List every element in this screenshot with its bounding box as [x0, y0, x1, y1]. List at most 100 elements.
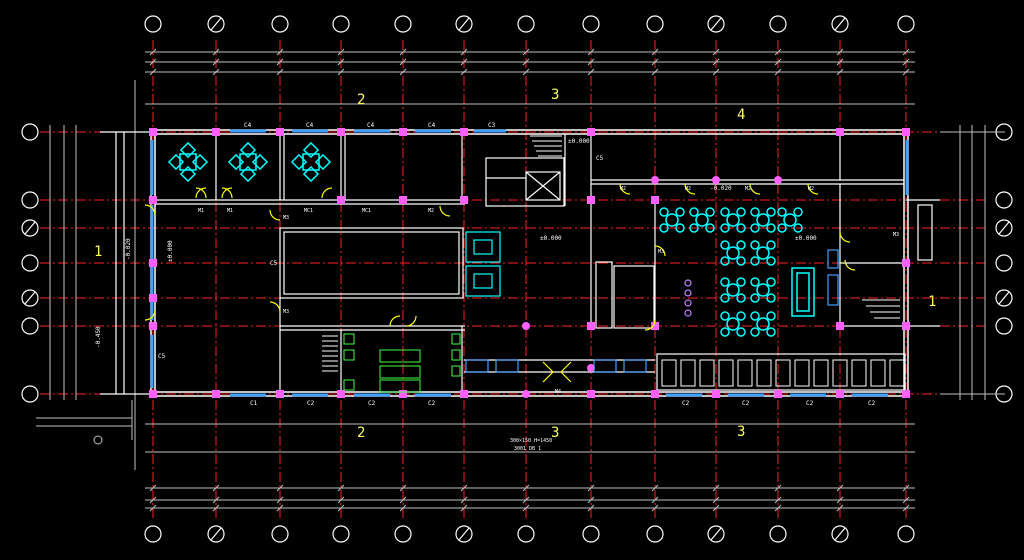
- dimension-tick: [774, 58, 782, 66]
- axis-bubble: [831, 15, 849, 33]
- round-column: [399, 196, 407, 204]
- side-fixtures: [465, 249, 839, 373]
- dimension-tick: [902, 484, 910, 492]
- axis-bubble: [21, 191, 39, 209]
- dimension-tick: [836, 58, 844, 66]
- column: [460, 390, 468, 398]
- dimension-tick: [460, 58, 468, 66]
- dimension-tick: [836, 496, 844, 504]
- chair: [766, 240, 776, 250]
- level-mark-left-2: ±0.000: [167, 240, 174, 262]
- window-tag: C2: [368, 400, 376, 407]
- chair: [720, 293, 730, 303]
- dimension-tick: [399, 48, 407, 56]
- axis-bubble: [271, 15, 289, 33]
- column: [836, 128, 844, 136]
- dimension-tick: [522, 68, 530, 76]
- axis-bubble-slash: [998, 291, 1010, 305]
- dimension-ticks: [149, 48, 910, 512]
- table-top: [665, 213, 679, 227]
- dimension-tick: [651, 496, 659, 504]
- round-dining-table: [777, 207, 803, 233]
- chair: [736, 293, 746, 303]
- dimension-tick: [337, 496, 345, 504]
- axis-bubble: [21, 317, 39, 335]
- chair: [766, 327, 776, 337]
- round-column: [522, 322, 530, 330]
- window-tag: C1: [250, 400, 258, 407]
- column: [337, 390, 345, 398]
- dimension-tick: [276, 496, 284, 504]
- chair: [720, 256, 730, 266]
- axis-bubble: [995, 254, 1013, 272]
- dimension-tick: [522, 504, 530, 512]
- dimension-tick: [712, 504, 720, 512]
- column: [651, 322, 659, 330]
- axis-bubble: [21, 219, 39, 237]
- axis-bubble: [21, 254, 39, 272]
- zone-label-right: 1: [928, 294, 936, 310]
- zone-label-bottom-c: 3: [737, 424, 745, 440]
- dimension-tick: [522, 484, 530, 492]
- column: [399, 128, 407, 136]
- zone-labels: 2 3 4 2 3 3 1 1: [94, 87, 936, 441]
- dimension-tick: [212, 484, 220, 492]
- chair: [705, 223, 715, 233]
- window-tag: C2: [307, 400, 315, 407]
- column: [149, 259, 157, 267]
- table-top: [756, 283, 770, 297]
- zone-label-top-b: 3: [551, 87, 559, 103]
- dimension-tick: [587, 504, 595, 512]
- table-top: [726, 283, 740, 297]
- chair: [750, 256, 760, 266]
- round-dining-table: [720, 277, 746, 303]
- round-dining-table: [750, 207, 776, 233]
- axis-bubble: [995, 191, 1013, 209]
- dimension-tick: [337, 504, 345, 512]
- round-column: [337, 196, 345, 204]
- axis-bubble: [769, 525, 787, 543]
- column: [276, 128, 284, 136]
- dimension-tick: [212, 48, 220, 56]
- chair: [191, 153, 209, 171]
- axis-bubble: [207, 525, 225, 543]
- chair: [720, 327, 730, 337]
- round-dining-table: [750, 240, 776, 266]
- dimension-tick: [460, 496, 468, 504]
- chair: [251, 153, 269, 171]
- table-top: [695, 213, 709, 227]
- square-dining-table: [290, 141, 332, 183]
- window-tag: C5: [596, 155, 604, 162]
- chair: [720, 223, 730, 233]
- doors: [144, 183, 856, 383]
- note-line-2: 3001 DB 1: [514, 446, 541, 452]
- booth: [718, 359, 734, 387]
- axis-bubble-slash: [24, 221, 36, 235]
- dimension-tick: [276, 48, 284, 56]
- axis-bubble-slash: [998, 221, 1010, 235]
- dimension-tick: [149, 484, 157, 492]
- restroom-fixtures: [343, 333, 461, 393]
- axis-bubble: [21, 385, 39, 403]
- door-tag: M2: [620, 186, 626, 192]
- dimension-tick: [149, 68, 157, 76]
- dimension-lines: [49, 51, 986, 509]
- column: [587, 128, 595, 136]
- chair: [750, 277, 760, 287]
- dining-tables: [167, 141, 803, 337]
- column: [836, 390, 844, 398]
- dimension-tick: [774, 48, 782, 56]
- window-tag: C4: [244, 122, 252, 129]
- level-marks: ±0.000 ±0.000 ±0.000 -0.020 -0.020 ±0.00…: [95, 138, 817, 348]
- door-tag: M3: [658, 249, 664, 255]
- chair: [689, 223, 699, 233]
- table-top: [783, 213, 797, 227]
- column: [774, 390, 782, 398]
- dimension-tick: [522, 48, 530, 56]
- dimension-tick: [836, 484, 844, 492]
- dimension-tick: [399, 504, 407, 512]
- axis-bubble: [582, 15, 600, 33]
- structural-columns: [149, 128, 910, 398]
